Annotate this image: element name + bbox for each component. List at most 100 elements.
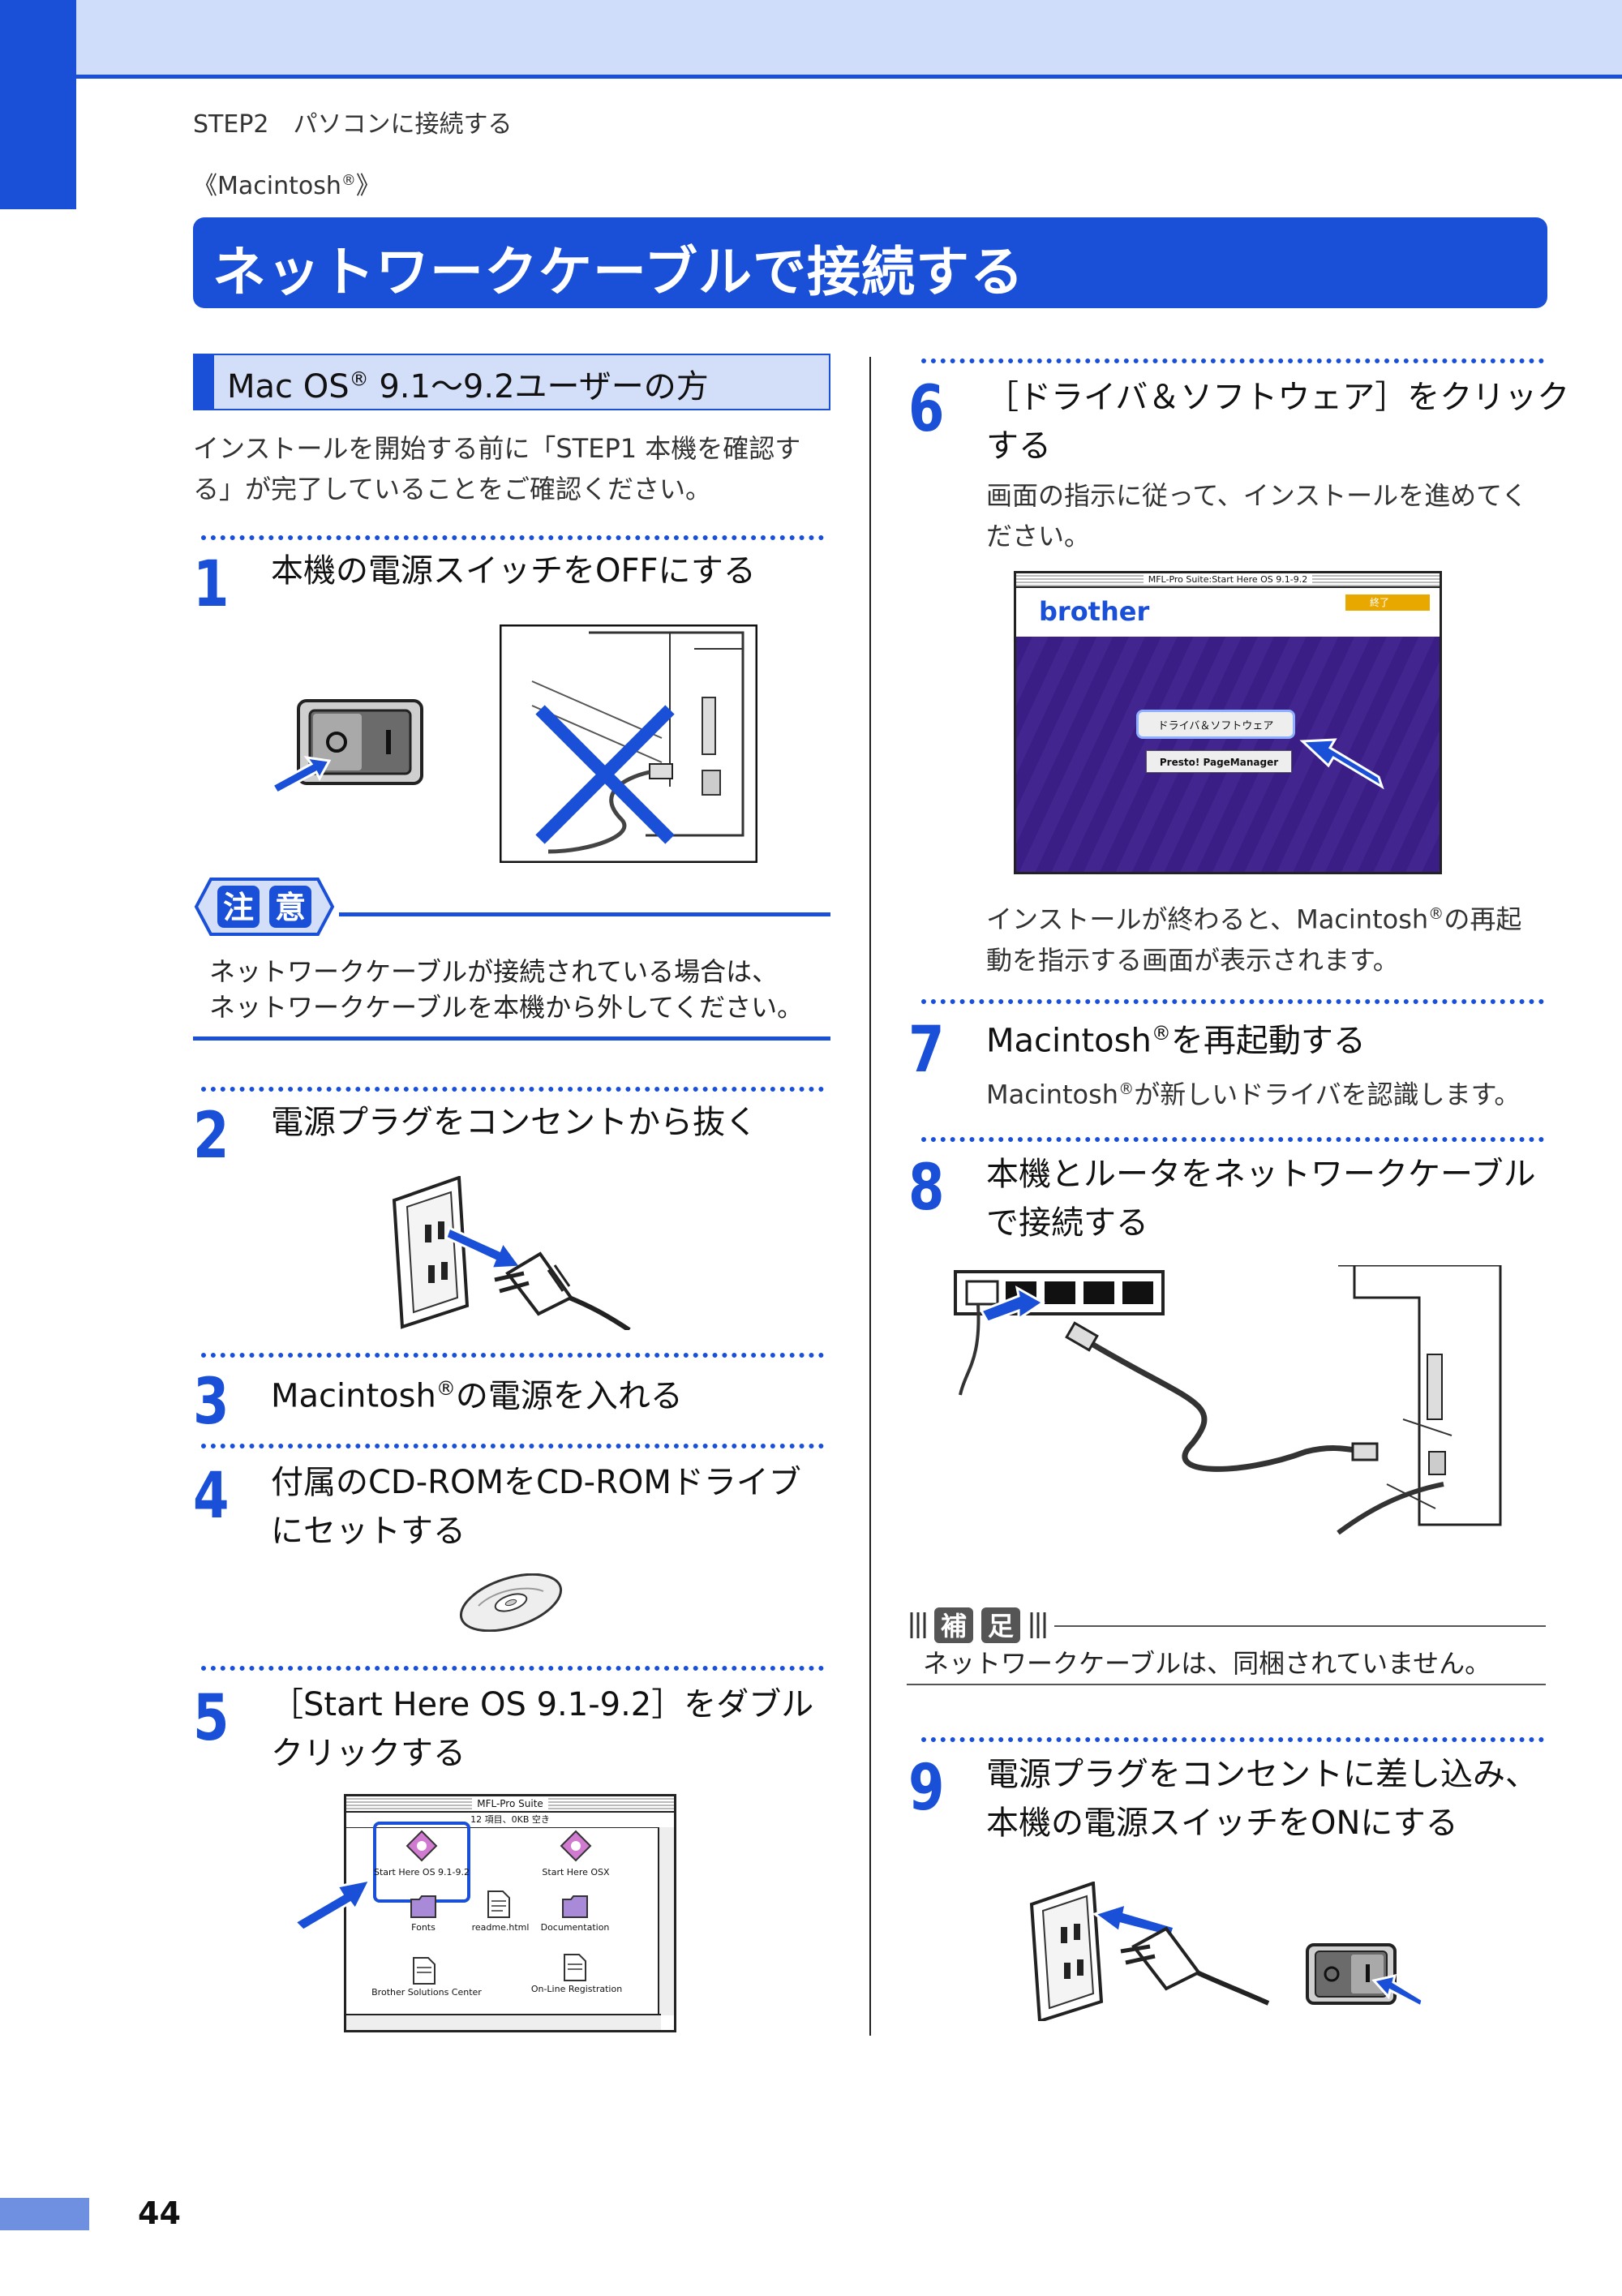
step-title: Macintosh®を再起動する [986, 1022, 1366, 1060]
step-title-line: 電源プラグをコンセントに差し込み、 [986, 1756, 1538, 1793]
caution-bottom-rule [193, 1036, 830, 1041]
finder-window: MFL-Pro Suite 12 項目、0KB 空き [344, 1794, 676, 2032]
step-divider [921, 999, 1544, 1004]
icon-label[interactable]: Brother Solutions Center [371, 1987, 482, 1998]
step-number: 8 [908, 1152, 945, 1225]
intro-text: インストールを開始する前に「STEP1 本機を確認す る」が完了していることをご… [193, 428, 800, 509]
page-number: 44 [138, 2195, 181, 2231]
subsection-box [193, 354, 830, 410]
step-title-line: ［Start Here OS 9.1-9.2］をダブル [271, 1686, 814, 1723]
os-label: 《Macintosh®》 [193, 172, 380, 200]
icon-label[interactable]: Start Here OS 9.1-9.2 [373, 1867, 470, 1878]
step-number: 5 [193, 1682, 230, 1755]
step-after-line: 動を指示する画面が表示されます。 [986, 944, 1399, 976]
caution-badge-char: 意 [275, 890, 306, 925]
finder-scrollbar[interactable] [658, 1827, 674, 2015]
finder-hscrollbar[interactable] [346, 2014, 661, 2030]
caution-rule [339, 912, 830, 916]
finder-title: MFL-Pro Suite [472, 1798, 548, 1809]
step-title-line: ［ドライバ＆ソフトウェア］をクリック [986, 379, 1570, 416]
step-divider [921, 358, 1544, 363]
step-number: 9 [908, 1752, 945, 1825]
disconnect-cable-illustration [500, 624, 757, 863]
note-bottom-rule [907, 1684, 1546, 1685]
driver-software-button[interactable]: ドライバ＆ソフトウェア [1136, 710, 1295, 739]
step-title-line: 本機とルータをネットワークケーブル [986, 1156, 1536, 1193]
step-title: ［ドライバ＆ソフトウェア］をクリック する [986, 373, 1569, 470]
installer-titlebar: MFL-Pro Suite:Start Here OS 9.1-9.2 [1016, 573, 1440, 588]
step-number: 7 [908, 1014, 945, 1087]
intro-line: インストールを開始する前に「STEP1 本機を確認す [193, 433, 801, 464]
power-switch-on-illustration [1306, 1943, 1424, 2009]
step-divider [921, 1137, 1544, 1142]
subsection-marker [193, 354, 214, 410]
installer-icon[interactable] [406, 1830, 438, 1862]
caution-badge: 注 意 [194, 878, 335, 936]
plug-in-illustration [1029, 1882, 1270, 2021]
document-icon[interactable] [487, 1890, 511, 1919]
caution-badge-char: 注 [223, 890, 254, 925]
step-after-line: インストールが終わると、Macintosh®の再起 [986, 903, 1522, 935]
caution-line: ネットワークケーブルを本機から外してください。 [209, 992, 804, 1023]
step-number: 6 [908, 373, 945, 446]
step-body-line: ださい。 [986, 521, 1091, 551]
intro-line: る」が完了していることをご確認ください。 [193, 474, 712, 504]
document-icon[interactable] [412, 1956, 436, 1985]
step-title-line: 付属のCD-ROMをCD-ROMドライブ [271, 1464, 801, 1501]
step-title: ［Start Here OS 9.1-9.2］をダブル クリックする [271, 1680, 813, 1778]
folder-icon[interactable] [561, 1893, 589, 1919]
step-divider [201, 1666, 824, 1671]
installer-title: MFL-Pro Suite:Start Here OS 9.1-9.2 [1143, 574, 1313, 585]
icon-label[interactable]: Documentation [540, 1922, 610, 1933]
power-switch-off-illustration [270, 699, 423, 795]
note-badge-char: 補 [941, 1611, 967, 1642]
quit-button[interactable]: 終了 [1345, 594, 1430, 611]
step-divider [201, 535, 824, 540]
icon-label[interactable]: Start Here OSX [542, 1867, 610, 1878]
step-title: 本機の電源スイッチをOFFにする [271, 552, 756, 590]
step-title-line: クリックする [271, 1735, 466, 1772]
top-band [0, 0, 1622, 79]
step-divider [201, 1087, 824, 1092]
step-title-line: 本機の電源スイッチをONにする [986, 1805, 1458, 1842]
step-title: 電源プラグをコンセントから抜く [271, 1104, 757, 1141]
pointer-arrow [1299, 738, 1384, 790]
presto-button[interactable]: Presto! PageManager [1146, 750, 1292, 773]
subsection-title: Mac OS® 9.1～9.2ユーザーの方 [227, 367, 709, 406]
step-title-line: で接続する [986, 1204, 1148, 1242]
document-icon[interactable] [563, 1953, 587, 1982]
installer-window: MFL-Pro Suite:Start Here OS 9.1-9.2 brot… [1014, 571, 1442, 874]
step-number: 3 [193, 1366, 230, 1439]
folder-icon[interactable] [410, 1893, 437, 1919]
icon-label[interactable]: Fonts [411, 1922, 436, 1933]
breadcrumb: STEP2 パソコンに接続する [193, 110, 513, 139]
note-badge-char: 足 [988, 1611, 1014, 1642]
step-title-line: する [986, 427, 1051, 465]
note-rule [1054, 1625, 1546, 1627]
finder-info: 12 項目、0KB 空き [346, 1813, 674, 1828]
finder-titlebar: MFL-Pro Suite [346, 1796, 674, 1813]
page-number-block [0, 2198, 89, 2230]
note-badge: 補 足 [910, 1607, 1046, 1643]
icon-label[interactable]: On-Line Registration [530, 1984, 623, 1994]
step-divider [201, 1444, 824, 1448]
step-body: Macintosh®が新しいドライバを認識します。 [986, 1079, 1521, 1110]
step-body: 画面の指示に従って、インストールを進めてく ださい。 [986, 475, 1527, 556]
title-banner [193, 217, 1547, 308]
step-number: 2 [193, 1100, 230, 1173]
step-after-text: インストールが終わると、Macintosh®の再起 動を指示する画面が表示されま… [986, 894, 1521, 981]
step-number: 4 [193, 1460, 230, 1533]
step-title: 電源プラグをコンセントに差し込み、 本機の電源スイッチをONにする [986, 1750, 1538, 1848]
caution-line: ネットワークケーブルが接続されている場合は、 [209, 956, 779, 987]
caution-text: ネットワークケーブルが接続されている場合は、 ネットワークケーブルを本機から外し… [209, 954, 803, 1025]
step-divider [201, 1353, 824, 1358]
installer-icon[interactable] [560, 1830, 592, 1862]
step-title: Macintosh®の電源を入れる [271, 1377, 683, 1415]
column-divider [869, 357, 871, 2036]
step-title-line: にセットする [271, 1513, 466, 1550]
cd-rom-illustration [459, 1573, 563, 1632]
step-title: 本機とルータをネットワークケーブル で接続する [986, 1150, 1536, 1247]
icon-label[interactable]: readme.html [471, 1922, 530, 1933]
pointer-arrow [293, 1878, 372, 1932]
installer-header: brother 終了 [1016, 588, 1440, 637]
